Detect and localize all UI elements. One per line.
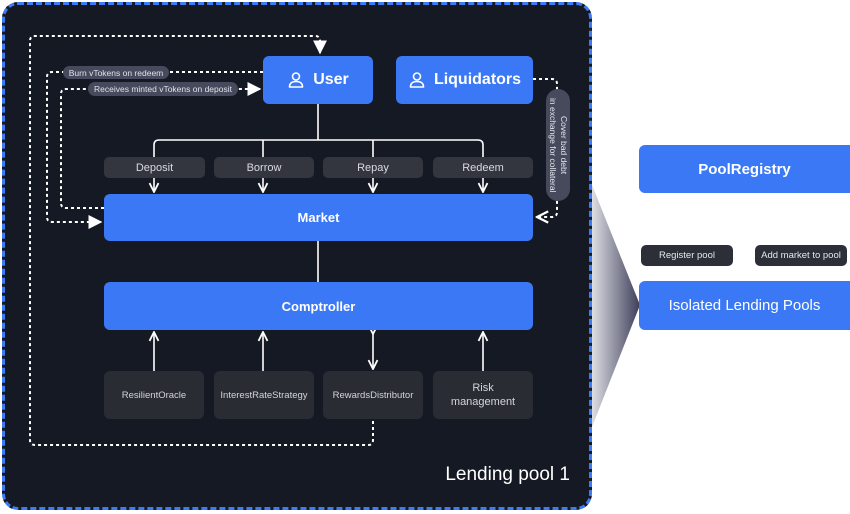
add-market-to-pool-label: Add market to pool [755,245,847,266]
user-node[interactable]: User [263,56,373,104]
user-icon [409,72,425,88]
user-label: User [313,71,349,88]
action-borrow[interactable]: Borrow [214,157,314,178]
liquidators-label: Liquidators [433,71,522,88]
module-interest-rate-strategy[interactable]: InterestRateStrategy [214,371,314,419]
module-risk-management[interactable]: Risk management [433,371,533,419]
module-rewards-distributor[interactable]: RewardsDistributor [323,371,423,419]
isolated-lending-pools-node[interactable]: Isolated Lending Pools [639,281,850,330]
receive-line [60,82,262,209]
rewards-to-user-line [29,35,374,446]
receive-vtokens-label: Receives minted vTokens on deposit [88,82,238,96]
module-resilient-oracle[interactable]: ResilientOracle [104,371,204,419]
market-node[interactable]: Market [104,194,533,241]
liquidators-node[interactable]: Liquidators [396,56,533,104]
pool-registry-node[interactable]: PoolRegistry [639,145,850,193]
user-icon [288,72,304,88]
action-redeem[interactable]: Redeem [433,157,533,178]
register-pool-label: Register pool [641,245,733,266]
burn-vtokens-label: Burn vTokens on redeem [63,66,169,79]
comptroller-node[interactable]: Comptroller [104,282,533,330]
action-repay[interactable]: Repay [323,157,423,178]
pool-title: Lending pool 1 [445,464,570,485]
burn-line [46,71,263,229]
action-deposit[interactable]: Deposit [104,157,205,178]
actions-branch-line [153,139,484,157]
